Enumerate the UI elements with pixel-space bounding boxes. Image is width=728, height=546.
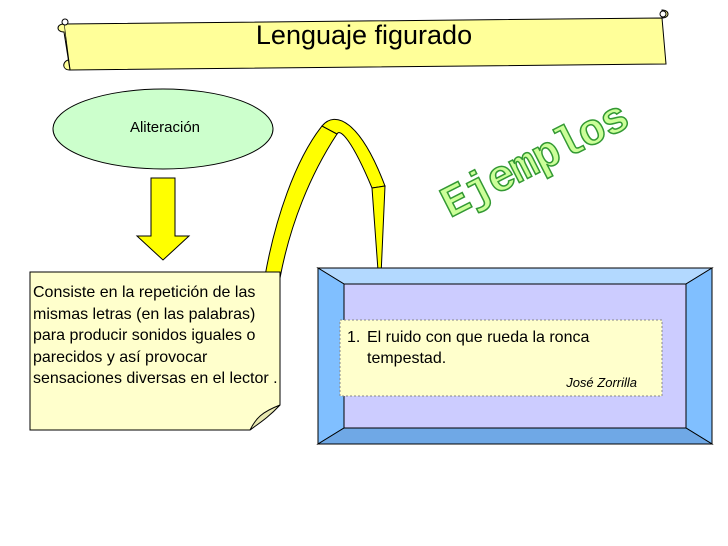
definition-text: Consiste en la repetición de las mismas … xyxy=(33,284,278,387)
definition-doc-fold xyxy=(249,404,281,431)
curved-arrow-arch xyxy=(321,118,386,189)
scroll-left-knob xyxy=(61,18,69,26)
down-arrow xyxy=(135,177,191,261)
curved-arrow-left-wing xyxy=(264,125,338,279)
page-title: Lenguaje figurado xyxy=(255,20,473,50)
example-author: José Zorrilla xyxy=(566,375,637,390)
curved-arrow-pointer xyxy=(371,185,386,299)
example-line-2: tempestad. xyxy=(367,350,447,367)
example-text-box xyxy=(339,319,663,397)
wordart-ejemplos: Ejemplos xyxy=(434,94,638,231)
concept-ellipse xyxy=(52,88,274,170)
example-number: 1. xyxy=(347,329,361,346)
concept-label: Aliteración xyxy=(129,119,201,136)
scroll-right-knob xyxy=(659,10,667,18)
example-line-1: El ruido con que rueda la ronca xyxy=(367,329,590,346)
scroll-left-curl xyxy=(57,23,71,71)
